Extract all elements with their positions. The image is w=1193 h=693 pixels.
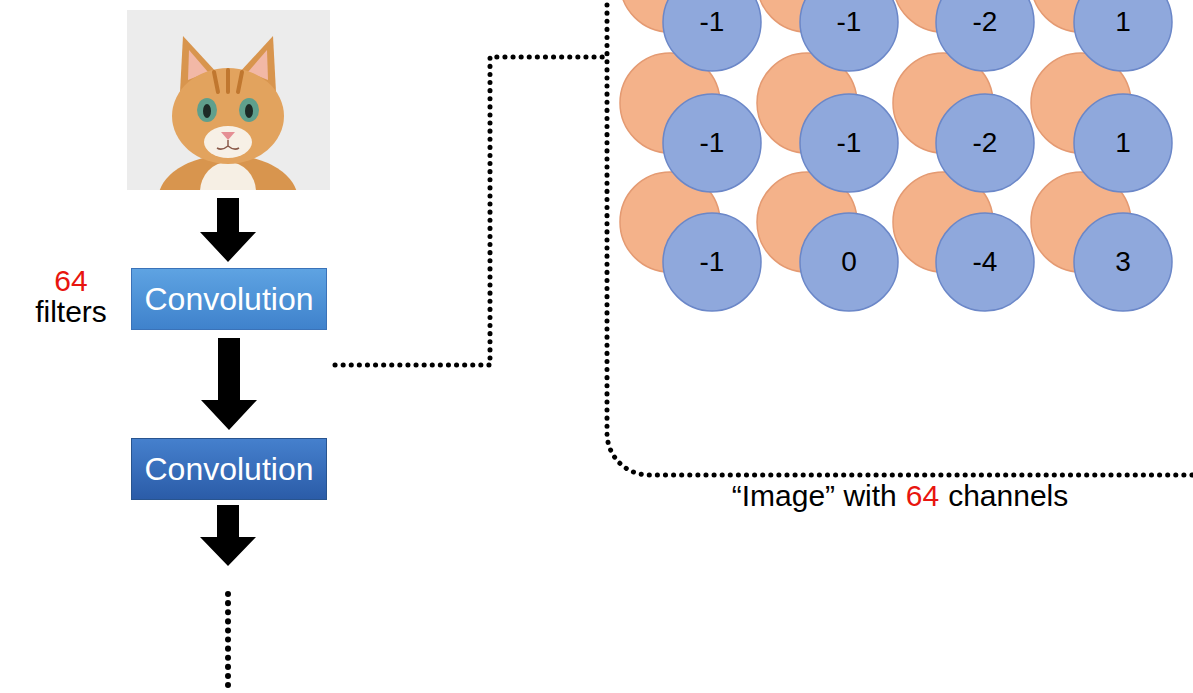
cat-muzzle [204,126,252,158]
circle-shape [800,213,898,311]
value-circle: -1 [662,212,762,312]
circle-shape [663,94,761,192]
filter-count: filters [35,297,107,328]
circle-shape [800,0,898,71]
label-group: “Image” with64channels [600,478,1193,514]
value-circle: 1 [1073,93,1173,193]
filter-count: 64 [54,266,87,297]
cell-value: 1 [1115,6,1131,38]
cell-value: -2 [973,6,998,38]
circle-shape [1074,0,1172,71]
cell-value: 3 [1115,246,1131,278]
label-group: 64filters [14,266,128,328]
value-circle: -1 [799,93,899,193]
cat-pupil [245,104,253,118]
cell-value: 0 [841,246,857,278]
cat-eye [239,98,259,122]
photo-ground [127,10,330,190]
cat-stripes [214,70,242,92]
circle-shape [936,213,1034,311]
dotted-leader [335,57,607,365]
process-box: Convolution [131,438,327,500]
circle-shape [936,94,1034,192]
block-arrow [200,505,256,566]
circle-shape [1074,213,1172,311]
cat-picture [127,10,330,190]
value-circle: 0 [799,212,899,312]
cell-value: -1 [700,246,725,278]
value-circle: -2 [935,93,1035,193]
cat-pupil [203,104,211,118]
circle-shape [800,94,898,192]
flow-arrow [201,338,257,430]
value-circle: -2 [935,0,1035,72]
cell-value: -1 [700,127,725,159]
continuation-dots [225,594,231,690]
cat-mouth [217,140,239,149]
value-circle: 1 [1073,0,1173,72]
box-label: Convolution [145,451,314,488]
cell-value: 1 [1115,127,1131,159]
dotted-frame [607,0,1193,475]
cat-head [172,68,284,164]
block-arrow [200,198,256,262]
circle-shape [663,213,761,311]
cell-value: -4 [973,246,998,278]
cat-chest [200,162,256,190]
process-box: Convolution [131,268,327,330]
value-circle: -1 [662,0,762,72]
value-circle: 3 [1073,212,1173,312]
cat-nose [221,132,235,140]
circle-shape [663,0,761,71]
value-circle: -1 [799,0,899,72]
box-label: Convolution [145,281,314,318]
caption-text: 64 [906,478,939,514]
cat-eye [197,98,217,122]
circle-shape [1074,94,1172,192]
cell-value: -2 [973,127,998,159]
cell-value: -1 [837,127,862,159]
caption-text: channels [948,478,1068,514]
caption-text: “Image” with [732,478,897,514]
cell-value: -1 [837,6,862,38]
cell-value: -1 [700,6,725,38]
value-circle: -1 [662,93,762,193]
value-circle: -4 [935,212,1035,312]
circle-shape [936,0,1034,71]
